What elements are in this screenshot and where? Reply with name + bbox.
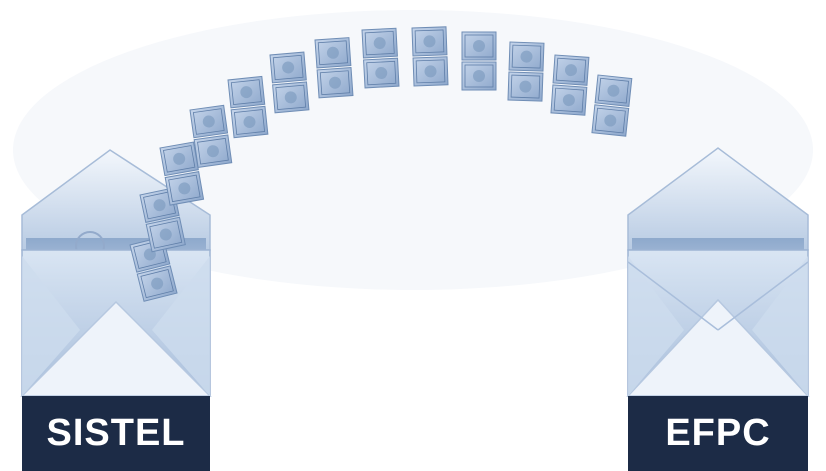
source-label: SISTEL [22, 396, 210, 471]
destination-label: EFPC [628, 396, 808, 471]
